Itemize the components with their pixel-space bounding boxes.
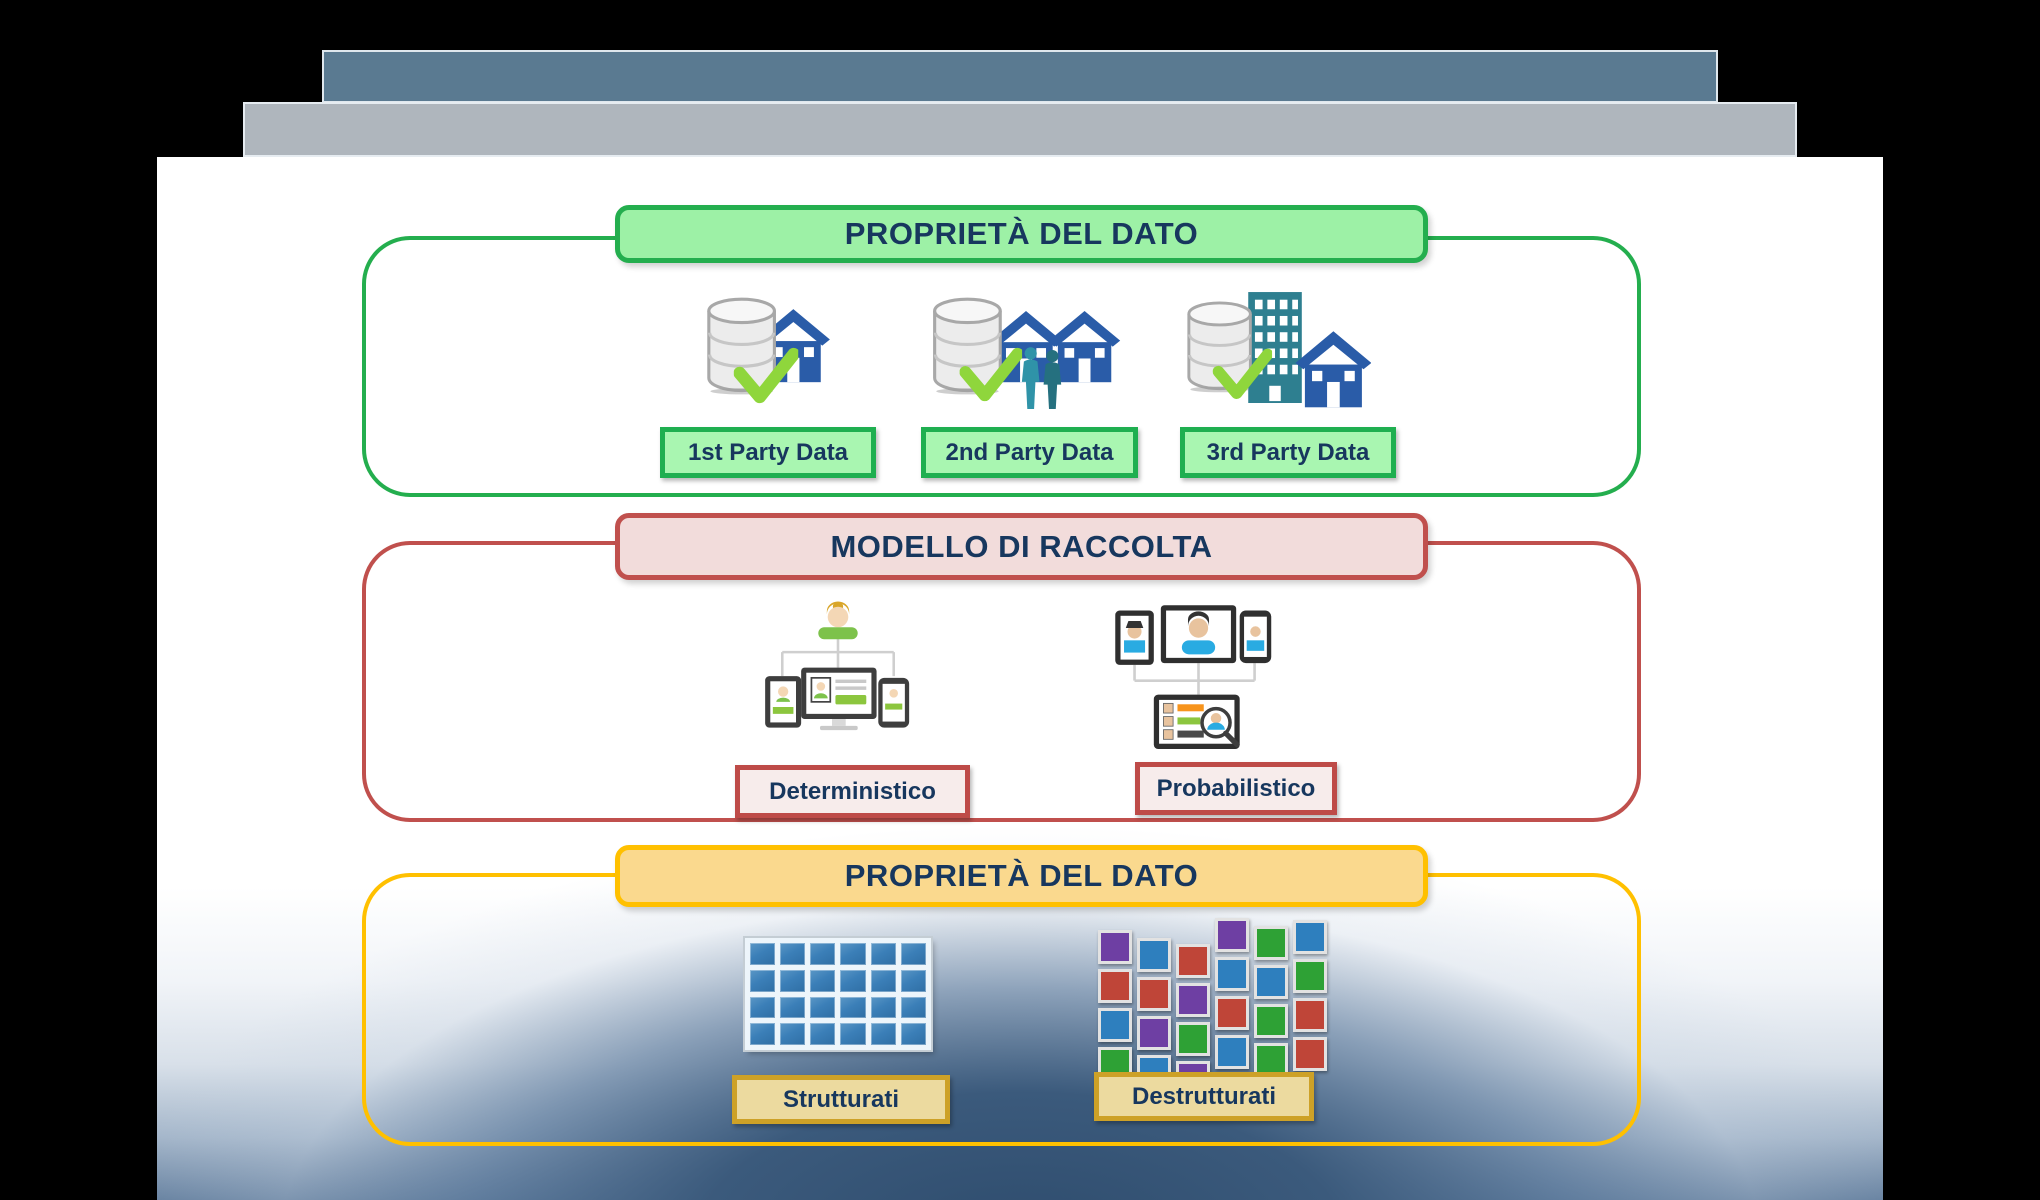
structured-tile [780,969,806,992]
label-strutturati: Strutturati [732,1075,950,1124]
structured-tile [870,1023,896,1045]
structured-tile [900,1023,926,1045]
label-text: 3rd Party Data [1206,438,1370,466]
structured-tile [810,996,836,1019]
structured-tile [780,996,806,1019]
structured-tile [810,1023,836,1045]
section-outline-data-structure [362,873,1641,1146]
label-text: Probabilistico [1156,774,1316,802]
structured-tile [870,996,896,1019]
unstructured-tile [1293,998,1327,1032]
unstructured-tile [1293,920,1327,954]
unstructured-tile [1176,1022,1210,1056]
label-text: Deterministico [769,777,936,805]
unstructured-tile [1098,969,1132,1003]
unstructured-tile [1215,1035,1249,1069]
database-house-icon [707,297,830,412]
label-text: Destrutturati [1131,1082,1276,1110]
structured-tile [750,1023,776,1045]
structured-tile [870,969,896,992]
slide-background [157,157,1883,1200]
unstructured-tile [1215,918,1249,952]
label-2nd-party-data: 2nd Party Data [921,427,1138,478]
structured-tile [750,996,776,1019]
unstructured-grid-icon [1098,918,1327,1095]
structured-grid-icon [745,938,931,1050]
unstructured-tile [1137,977,1171,1011]
unstructured-tile [1215,996,1249,1030]
label-text: 1st Party Data [687,438,849,466]
top-bar-secondary [243,102,1797,157]
label-1st-party-data: 1st Party Data [660,427,876,478]
label-destrutturati: Destrutturati [1094,1072,1314,1121]
database-office-house-icon [1187,292,1371,408]
unstructured-column [1293,920,1327,1095]
section-title-text: MODELLO DI RACCOLTA [830,528,1213,564]
unstructured-column [1215,918,1249,1095]
structured-tile [810,969,836,992]
structured-tile [750,943,776,965]
structured-tile [840,969,866,992]
unstructured-column [1254,926,1288,1095]
structured-tile [840,943,866,965]
structured-tile [840,996,866,1019]
structured-tile [780,943,806,965]
unstructured-tile [1254,1004,1288,1038]
section-title-collection-model: MODELLO DI RACCOLTA [615,513,1428,580]
structured-tile [750,969,776,992]
section-title-text: PROPRIETÀ DEL DATO [844,858,1199,893]
section-title-data-structure: PROPRIETÀ DEL DATO [615,845,1428,907]
database-houses-people-icon [933,297,1121,409]
label-3rd-party-data: 3rd Party Data [1180,427,1396,478]
structured-tile [900,943,926,965]
unstructured-tile [1176,983,1210,1017]
structured-tile [870,943,896,965]
unstructured-tile [1137,1016,1171,1050]
section-title-data-ownership: PROPRIETÀ DEL DATO [615,205,1428,263]
unstructured-tile [1176,944,1210,978]
person-devices-icon [765,601,910,731]
label-probabilistico: Probabilistico [1135,762,1337,815]
unstructured-tile [1293,959,1327,993]
unstructured-tile [1098,1008,1132,1042]
section-outline-collection-model [362,541,1641,822]
label-deterministico: Deterministico [735,765,970,818]
unstructured-tile [1254,926,1288,960]
structured-tile [780,1023,806,1045]
structured-tile [840,1023,866,1045]
section-title-text: PROPRIETÀ DEL DATO [844,216,1199,251]
structured-tile [900,969,926,992]
unstructured-column [1098,930,1132,1095]
top-bar-primary [322,50,1718,103]
unstructured-tile [1215,957,1249,991]
unstructured-tile [1098,930,1132,964]
label-text: 2nd Party Data [945,438,1114,466]
structured-tile [900,996,926,1019]
unstructured-tile [1137,938,1171,972]
devices-analysis-icon [1115,605,1272,749]
unstructured-tile [1293,1037,1327,1071]
unstructured-tile [1254,965,1288,999]
structured-tile [810,943,836,965]
label-text: Strutturati [783,1085,899,1113]
